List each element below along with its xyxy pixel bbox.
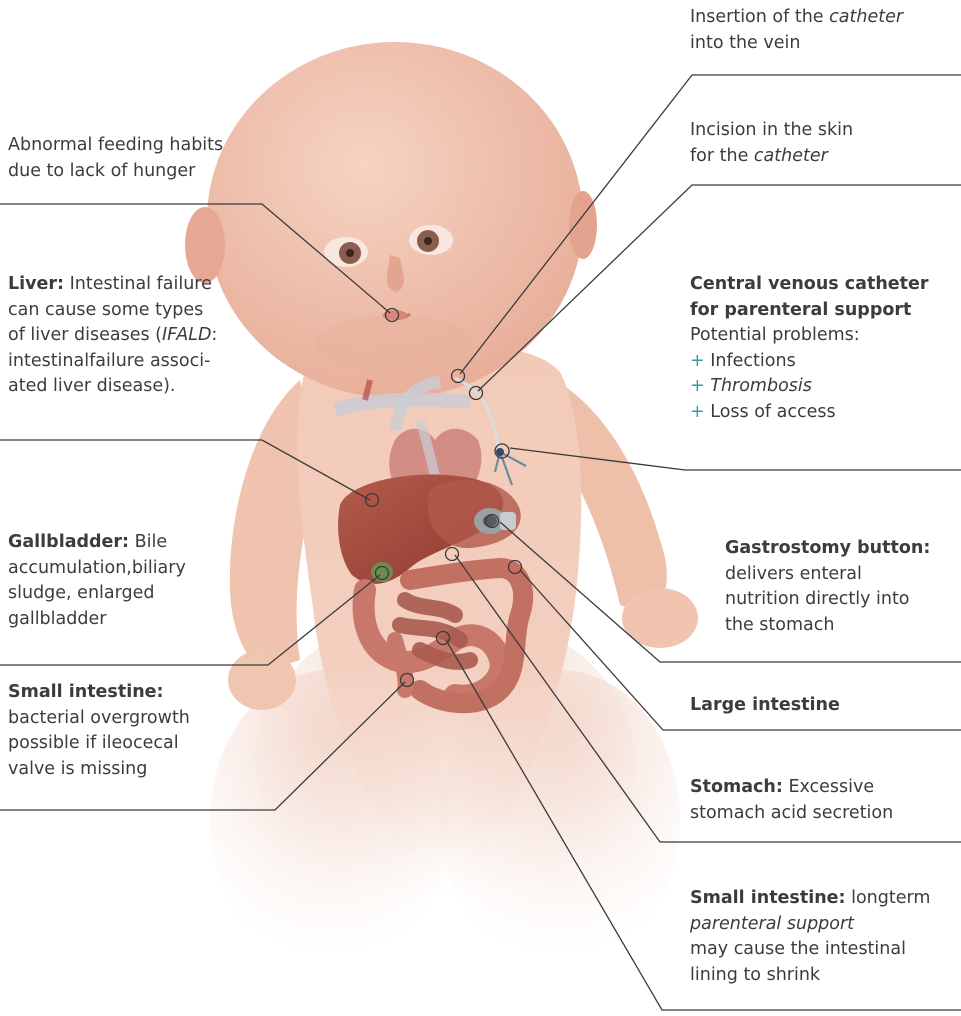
label-small-intestine-left: Small intestine: bacterial overgrowth po… [8,680,190,782]
liver-title: Liver: [8,274,64,294]
insertion-catheter: catheter [829,7,903,27]
label-liver: Liver: Intestinal failure can cause some… [8,272,217,400]
label-feeding-habits: Abnormal feeding habits due to lack of h… [8,133,223,184]
stomach-line-2: stomach acid secretion [690,801,893,827]
cvc-bullet-text: Loss of access [710,402,835,422]
insertion-line-1: Insertion of the [690,7,829,27]
small-intestine-left-line-3: valve is missing [8,757,190,783]
feeding-line-2: due to lack of hunger [8,159,223,185]
gastrostomy-line-1: delivers enteral [725,562,930,588]
cvc-bullet-loss-of-access: + Loss of access [690,400,929,426]
liver-line-1: Intestinal failure [64,274,212,294]
incision-catheter: catheter [754,146,828,166]
gallbladder-line-3: sludge, enlarged [8,581,186,607]
stomach-title: Stomach: [690,777,783,797]
liver-line-3a: of liver diseases ( [8,325,162,345]
label-central-venous-catheter: Central venous catheter for parenteral s… [690,272,929,425]
stomach-line-1: Excessive [783,777,874,797]
small-intestine-right-title: Small intestine: [690,888,846,908]
cvc-bullet-infections: + Infections [690,349,929,375]
feeding-line-1: Abnormal feeding habits [8,133,223,159]
cvc-bullet-text: Thrombosis [710,376,812,396]
cvc-title-1: Central venous catheter [690,272,929,298]
liver-line-3b: : [211,325,217,345]
gastrostomy-line-3: the stomach [725,613,930,639]
gallbladder-line-4: gallbladder [8,607,186,633]
small-intestine-right-line-3: may cause the intestinal [690,937,930,963]
small-intestine-right-line-2: parenteral support [690,912,930,938]
gallbladder-title: Gallbladder: [8,532,129,552]
label-small-intestine-right: Small intestine: longterm parenteral sup… [690,886,930,988]
cvc-subtitle: Potential problems: [690,323,929,349]
small-intestine-left-line-2: possible if ileocecal [8,731,190,757]
plus-icon: + [690,376,705,396]
liver-ifald: IFALD [162,325,211,345]
gastrostomy-title: Gastrostomy button: [725,536,930,562]
plus-icon: + [690,402,705,422]
small-intestine-right-line-4: lining to shrink [690,963,930,989]
label-gallbladder: Gallbladder: Bile accumulation,biliary s… [8,530,186,632]
gallbladder-line-1: Bile [129,532,167,552]
plus-icon: + [690,351,705,371]
cvc-bullet-text: Infections [710,351,795,371]
liver-line-2: can cause some types [8,298,217,324]
liver-line-4: intestinalfailure associ- [8,349,217,375]
small-intestine-left-line-1: bacterial overgrowth [8,706,190,732]
small-intestine-left-title: Small intestine: [8,680,190,706]
liver-line-5: ated liver disease). [8,374,217,400]
label-gastrostomy-button: Gastrostomy button: delivers enteral nut… [725,536,930,638]
cvc-title-2: for parenteral support [690,298,929,324]
large-intestine-title: Large intestine [690,693,840,719]
incision-line-2: for the [690,146,754,166]
label-catheter-insertion: Insertion of the catheter into the vein [690,5,903,56]
incision-line-1: Incision in the skin [690,118,853,144]
small-intestine-right-line-1: longterm [846,888,931,908]
label-skin-incision: Incision in the skin for the catheter [690,118,853,169]
insertion-line-2: into the vein [690,31,903,57]
baby-head [185,42,597,398]
label-stomach: Stomach: Excessive stomach acid secretio… [690,775,893,826]
label-large-intestine: Large intestine [690,693,840,719]
gallbladder-line-2: accumulation,biliary [8,556,186,582]
cvc-bullet-thrombosis: + Thrombosis [690,374,929,400]
gastrostomy-line-2: nutrition directly into [725,587,930,613]
